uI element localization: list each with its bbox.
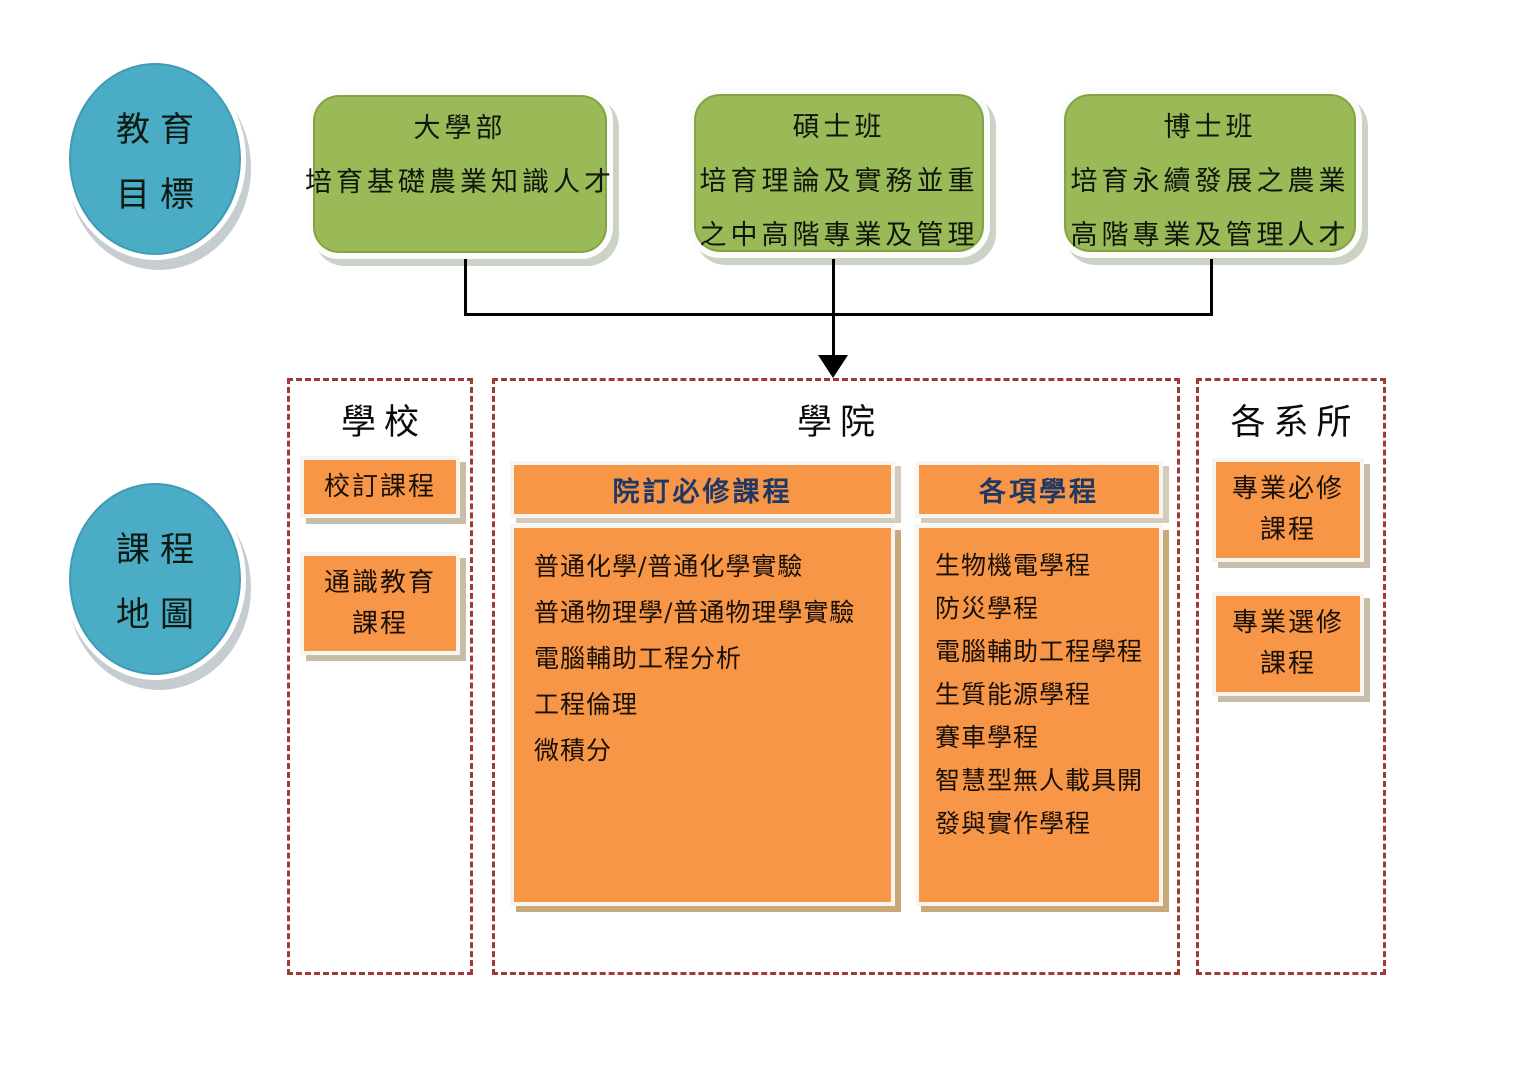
connector-line-horizontal <box>464 313 1213 316</box>
program-item: 賽車學程 <box>935 723 1040 752</box>
section-school-title: 學校 <box>340 403 427 443</box>
course-item: 工程倫理 <box>534 690 639 719</box>
connector-line-center-vertical <box>832 259 835 359</box>
college-programs-list: 生物機電學程 防災學程 電腦輔助工程學程 生質能源學程 賽車學程 智慧型無人載具… <box>915 524 1163 906</box>
school-required-courses-box: 校訂課程 <box>300 456 460 518</box>
box-label-line: 課程 <box>351 608 408 639</box>
program-box-masters: 碩士班 培育理論及實務並重 之中高階專業及管理 <box>688 88 990 258</box>
education-goals-label-line2: 目標 <box>116 175 204 215</box>
program-item: 防災學程 <box>935 594 1040 623</box>
box-label-line: 校訂課程 <box>323 471 436 502</box>
education-goals-circle: 教育 目標 <box>64 58 246 260</box>
program-description-line: 高階專業及管理人才 <box>1070 220 1350 251</box>
program-description-line: 培育永續發展之農業 <box>1070 166 1350 197</box>
box-label-line: 課程 <box>1259 649 1316 679</box>
curriculum-map-circle: 課程 地圖 <box>64 478 246 680</box>
connector-line-right-vertical <box>1210 259 1213 316</box>
general-education-courses-box: 通識教育 課程 <box>300 552 460 655</box>
education-goals-label-line1: 教育 <box>116 110 204 150</box>
box-label-line: 通識教育 <box>323 567 436 598</box>
college-programs-header: 各項學程 <box>915 461 1163 518</box>
program-title: 大學部 <box>413 113 507 144</box>
curriculum-map-label-line1: 課程 <box>116 530 204 570</box>
professional-required-courses-box: 專業必修 課程 <box>1212 458 1364 562</box>
section-college-title: 學院 <box>796 403 883 443</box>
college-required-courses-list: 普通化學/普通化學實驗 普通物理學/普通物理學實驗 電腦輔助工程分析 工程倫理 … <box>510 524 895 906</box>
program-box-doctoral: 博士班 培育永續發展之農業 高階專業及管理人才 <box>1058 88 1362 258</box>
program-item: 生物機電學程 <box>935 551 1092 580</box>
program-item: 生質能源學程 <box>935 680 1092 709</box>
section-college: 學院 院訂必修課程 普通化學/普通化學實驗 普通物理學/普通物理學實驗 電腦輔助… <box>492 378 1180 975</box>
program-item: 電腦輔助工程學程 <box>935 637 1144 666</box>
box-label-line: 專業選修 <box>1231 608 1344 638</box>
box-label-line: 課程 <box>1259 515 1316 545</box>
program-description-line: 之中高階專業及管理 <box>699 220 979 251</box>
professional-elective-courses-box: 專業選修 課程 <box>1212 592 1364 696</box>
arrow-down-icon <box>818 355 848 378</box>
panel-header-label: 院訂必修課程 <box>612 477 793 508</box>
panel-header-label: 各項學程 <box>979 477 1099 508</box>
program-title: 碩士班 <box>792 112 886 143</box>
program-box-undergraduate: 大學部 培育基礎農業知識人才 <box>305 89 615 259</box>
college-required-courses-header: 院訂必修課程 <box>510 461 895 518</box>
curriculum-map-label-line2: 地圖 <box>116 595 204 635</box>
program-description-line: 培育理論及實務並重 <box>699 166 979 197</box>
course-item: 微積分 <box>534 736 613 765</box>
program-description-line: 培育基礎農業知識人才 <box>305 167 615 198</box>
section-departments: 各系所 專業必修 課程 專業選修 課程 <box>1196 378 1386 975</box>
section-departments-title: 各系所 <box>1230 403 1360 443</box>
course-item: 普通化學/普通化學實驗 <box>534 552 804 581</box>
program-item: 智慧型無人載具開發與實作學程 <box>935 766 1144 838</box>
course-item: 電腦輔助工程分析 <box>534 644 743 673</box>
section-school: 學校 校訂課程 通識教育 課程 <box>287 378 473 975</box>
course-item: 普通物理學/普通物理學實驗 <box>534 598 856 627</box>
program-title: 博士班 <box>1163 112 1257 143</box>
box-label-line: 專業必修 <box>1231 474 1344 504</box>
connector-line-left-vertical <box>464 259 467 316</box>
